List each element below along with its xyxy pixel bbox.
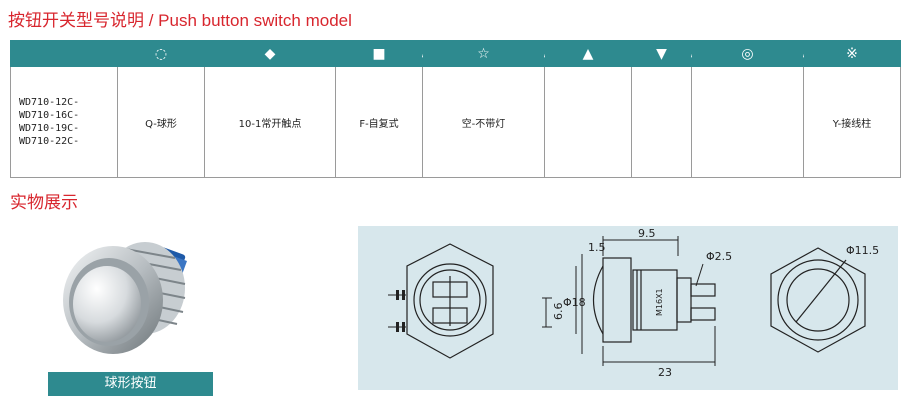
contact-cell: 10-1常开触点: [204, 66, 336, 178]
empty-cell: [544, 66, 632, 178]
model-cell: WD710-12C- WD710-16C- WD710-19C- WD710-2…: [10, 66, 118, 178]
dim-phi2-5: Φ2.5: [706, 250, 732, 263]
title-cn: 按钮开关型号说明: [8, 11, 144, 31]
empty-cell: [691, 66, 804, 178]
diamond-icon: ◆: [264, 45, 276, 62]
model-table: ◌ ◆ ■/ ☆/ ▲ ▼/ ◎/ ※ WD710-12C- WD710-16C…: [10, 40, 901, 178]
header-cell-terminal: ※: [803, 40, 901, 67]
triangle-down-icon: ▼: [656, 45, 667, 62]
top-view: [770, 247, 866, 353]
circle-outline-icon: ◌: [154, 45, 168, 62]
dim-9-5: 9.5: [638, 227, 656, 240]
header-cell-6: ▼/: [631, 40, 695, 67]
dim-23: 23: [658, 366, 672, 379]
reference-mark-icon: ※: [846, 45, 858, 62]
reset-cell: F-自复式: [335, 66, 423, 178]
header-cell-reset: ■/: [335, 40, 426, 67]
table-header-row: ◌ ◆ ■/ ☆/ ▲ ▼/ ◎/ ※: [10, 40, 901, 67]
model-item: WD710-19C-: [19, 123, 80, 134]
title-separator: /: [144, 11, 159, 30]
page-title: 按钮开关型号说明 / Push button switch model: [8, 6, 352, 31]
terminal-cell: Y-接线柱: [803, 66, 901, 178]
header-cell-7: ◎/: [691, 40, 807, 67]
model-item: WD710-22C-: [19, 136, 80, 147]
header-cell-5: ▲: [544, 40, 632, 67]
square-icon: ■: [372, 45, 386, 62]
star-outline-icon: ☆: [477, 45, 490, 62]
product-photo: [63, 242, 187, 354]
dimension-drawing: 6.6 Φ18 1.5 9.5 Φ2.5 M16X1 23 Φ11.5: [358, 226, 898, 390]
header-cell-blank: [10, 40, 118, 67]
empty-cell: [631, 66, 692, 178]
header-cell-light: ☆/: [422, 40, 548, 67]
dim-m16: M16X1: [655, 288, 664, 316]
photo-label: 球形按钮: [48, 372, 213, 396]
head-shape-cell: Q-球形: [117, 66, 205, 178]
header-cell-head: ◌: [117, 40, 205, 67]
table-body-row: WD710-12C- WD710-16C- WD710-19C- WD710-2…: [10, 66, 901, 178]
double-circle-icon: ◎: [741, 45, 754, 62]
model-item: WD710-16C-: [19, 110, 80, 121]
header-cell-contact: ◆: [204, 40, 336, 67]
triangle-up-icon: ▲: [582, 45, 594, 62]
model-item: WD710-12C-: [19, 97, 80, 108]
dim-phi11-5: Φ11.5: [846, 244, 879, 257]
dim-6-6: 6.6: [552, 303, 565, 321]
dim-phi18: Φ18: [563, 296, 586, 309]
front-view: [406, 243, 494, 359]
side-view: [593, 257, 716, 343]
section-title: 实物展示: [10, 193, 78, 213]
light-cell: 空-不带灯: [422, 66, 545, 178]
dim-1-5: 1.5: [588, 241, 606, 254]
title-en: Push button switch model: [158, 11, 352, 30]
